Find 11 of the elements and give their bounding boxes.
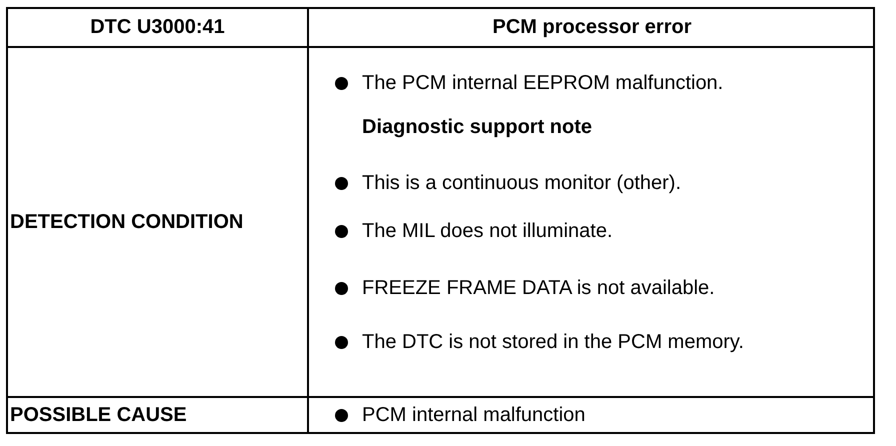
column-header: DTC U3000:41 — [89, 15, 226, 40]
list-item: The DTC is not stored in the PCM memory. — [362, 330, 744, 355]
list-item: The PCM internal EEPROM malfunction. — [362, 71, 724, 96]
list-item: FREEZE FRAME DATA is not available. — [362, 276, 715, 301]
note-heading: Diagnostic support note — [362, 115, 592, 140]
list-item: This is a continuous monitor (other). — [362, 171, 682, 196]
list-item: The MIL does not illuminate. — [362, 219, 612, 244]
row-label: POSSIBLE CAUSE — [10, 403, 187, 428]
list-item: PCM internal malfunction — [362, 403, 586, 428]
row-label: DETECTION CONDITION — [10, 210, 244, 235]
column-header: PCM processor error — [492, 15, 692, 40]
